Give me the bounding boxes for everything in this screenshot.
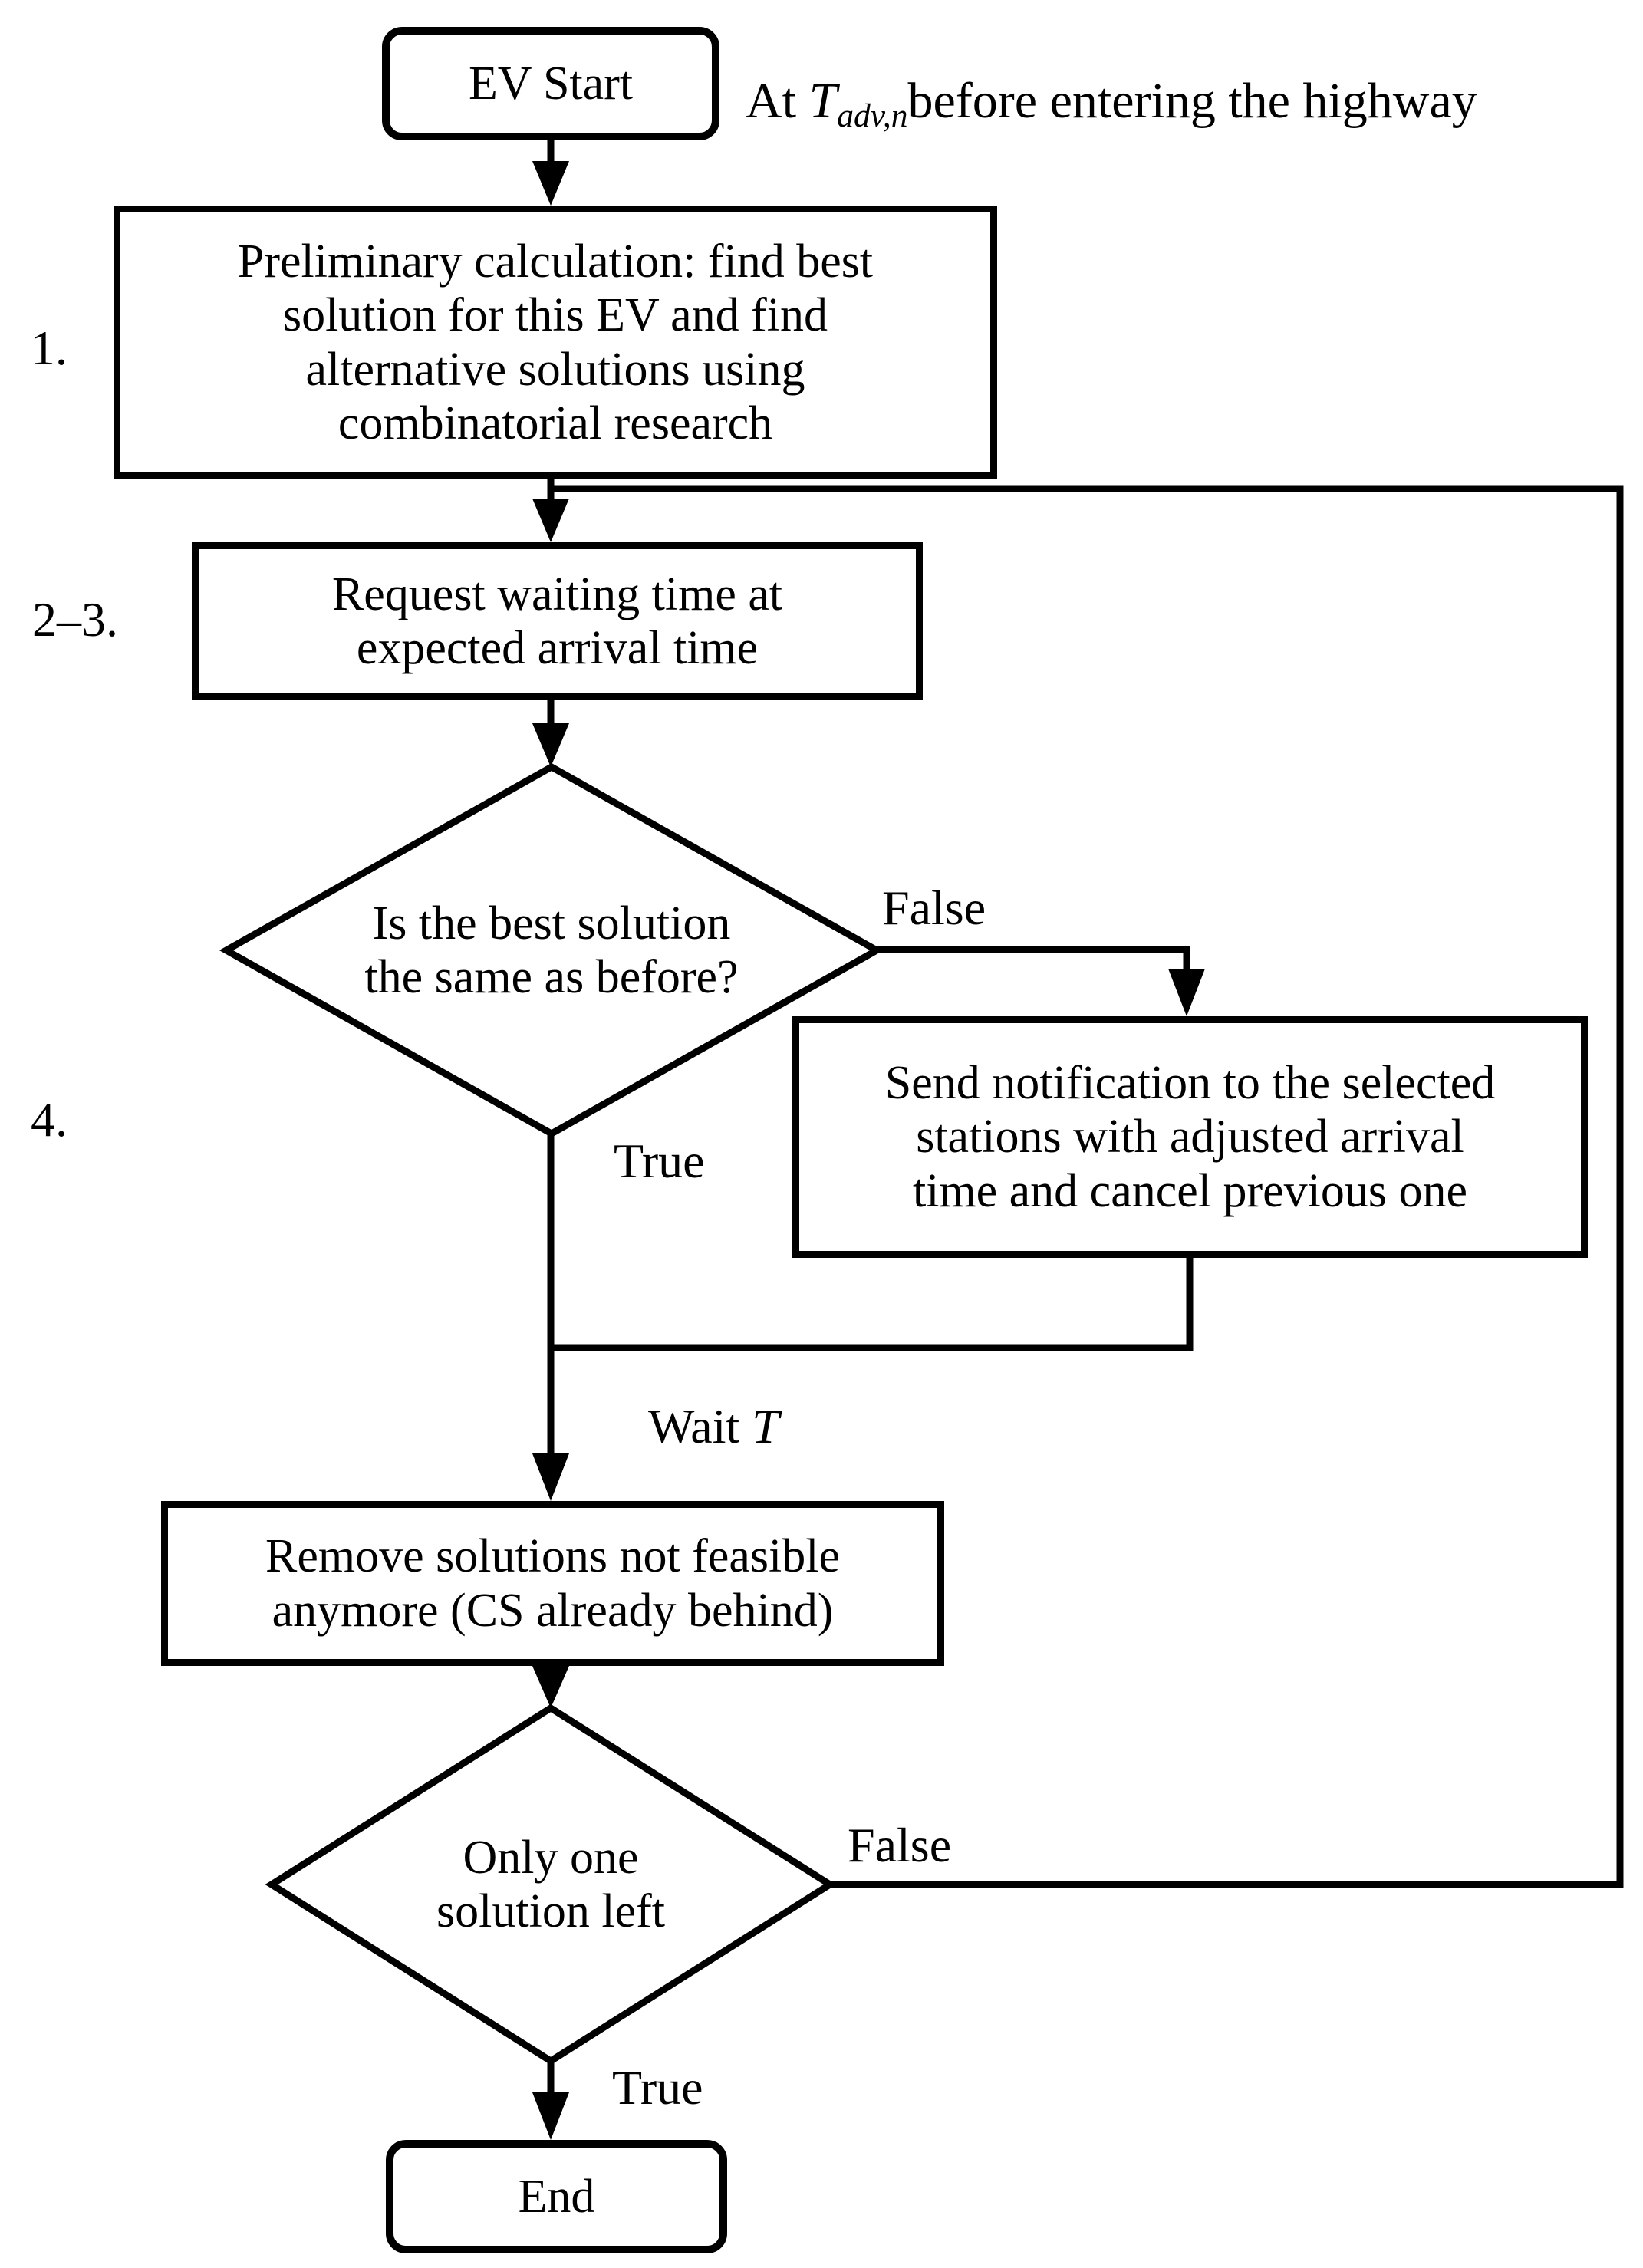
arrowhead-remove-decision2 bbox=[532, 1666, 569, 1708]
arrowhead-step23-decision1 bbox=[532, 723, 569, 767]
start-node: EV Start bbox=[382, 27, 719, 140]
annotation-prefix: At bbox=[746, 73, 809, 129]
edge-notify-merge bbox=[551, 1258, 1194, 1351]
step-number-1: 1. bbox=[31, 321, 67, 375]
annotation-tadv: At Tadv,nbefore entering the highway bbox=[746, 73, 1477, 135]
arrowhead-decision1-false bbox=[1168, 969, 1205, 1016]
edge-decision1-false bbox=[877, 946, 1190, 970]
arrowhead-start-step1 bbox=[532, 161, 569, 206]
edge-loopback bbox=[551, 485, 1624, 1888]
arrowhead-decision2-end bbox=[532, 2092, 569, 2140]
step-number-2-3: 2–3. bbox=[32, 592, 118, 647]
process-send-notification: Send notification to the selected statio… bbox=[792, 1016, 1588, 1258]
process-preliminary-calculation: Preliminary calculation: find best solut… bbox=[114, 206, 997, 479]
annotation-symbol: T bbox=[808, 73, 838, 129]
arrowhead-step1-step23 bbox=[532, 499, 569, 542]
process-request-waiting-time: Request waiting time at expected arrival… bbox=[192, 542, 923, 700]
wait-t-symbol: T bbox=[752, 1399, 779, 1453]
annotation-rest: before entering the highway bbox=[907, 73, 1477, 129]
decision-2-shape bbox=[265, 1703, 837, 2066]
wait-t-prefix: Wait bbox=[648, 1399, 752, 1453]
decision-same-solution-label: Is the best solution the same as before? bbox=[364, 897, 739, 1003]
end-node-label: End bbox=[518, 2170, 595, 2223]
decision-1-shape bbox=[219, 762, 884, 1138]
start-node-label: EV Start bbox=[468, 57, 634, 110]
process-request-waiting-time-label: Request waiting time at expected arrival… bbox=[331, 568, 783, 674]
decision2-true-label: True bbox=[612, 2060, 703, 2115]
process-remove-solutions-label: Remove solutions not feasible anymore (C… bbox=[265, 1530, 841, 1637]
process-preliminary-calculation-label: Preliminary calculation: find best solut… bbox=[237, 235, 874, 449]
decision1-false-label: False bbox=[882, 881, 986, 935]
process-send-notification-label: Send notification to the selected statio… bbox=[884, 1057, 1496, 1217]
decision-only-one-solution-label: Only one solution left bbox=[436, 1831, 665, 1937]
step-number-4: 4. bbox=[31, 1092, 67, 1147]
process-remove-solutions: Remove solutions not feasible anymore (C… bbox=[161, 1501, 944, 1666]
arrowhead-true-remove bbox=[532, 1453, 569, 1501]
decision2-false-label: False bbox=[848, 1818, 952, 1872]
decision1-true-label: True bbox=[614, 1134, 705, 1188]
annotation-subscript: adv,n bbox=[837, 97, 908, 135]
wait-t-label: Wait T bbox=[648, 1402, 779, 1451]
end-node: End bbox=[386, 2140, 727, 2253]
